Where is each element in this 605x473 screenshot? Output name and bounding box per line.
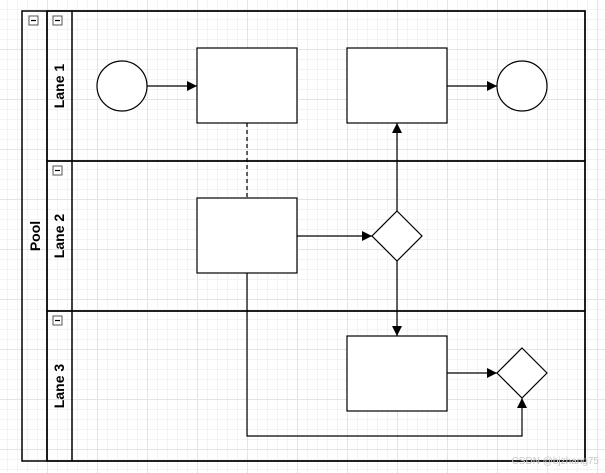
start-event[interactable]	[96, 60, 148, 112]
lane-3-label: Lane 3	[51, 364, 67, 409]
lane-3-border	[46, 310, 586, 462]
pool-label: Pool	[27, 221, 43, 251]
lane-3[interactable]: Lane 3	[46, 310, 586, 462]
task-4[interactable]	[346, 335, 448, 412]
flow-task-3-to-gateway-2[interactable]	[246, 273, 527, 437]
watermark: CSDN @bjzhang75	[511, 456, 599, 467]
lane-2-label: Lane 2	[51, 214, 67, 259]
lane-2-collapse-icon[interactable]	[52, 165, 63, 176]
gateway-2[interactable]	[496, 347, 548, 399]
gateway-1[interactable]	[371, 210, 423, 262]
task-1[interactable]	[196, 47, 298, 124]
end-event[interactable]	[496, 60, 548, 112]
lane-3-collapse-icon[interactable]	[52, 315, 63, 326]
pool-collapse-icon[interactable]	[28, 15, 39, 26]
task-2[interactable]	[346, 47, 448, 124]
task-3[interactable]	[196, 197, 298, 274]
lane-1-label: Lane 1	[51, 64, 67, 109]
lane-1-collapse-icon[interactable]	[52, 15, 63, 26]
